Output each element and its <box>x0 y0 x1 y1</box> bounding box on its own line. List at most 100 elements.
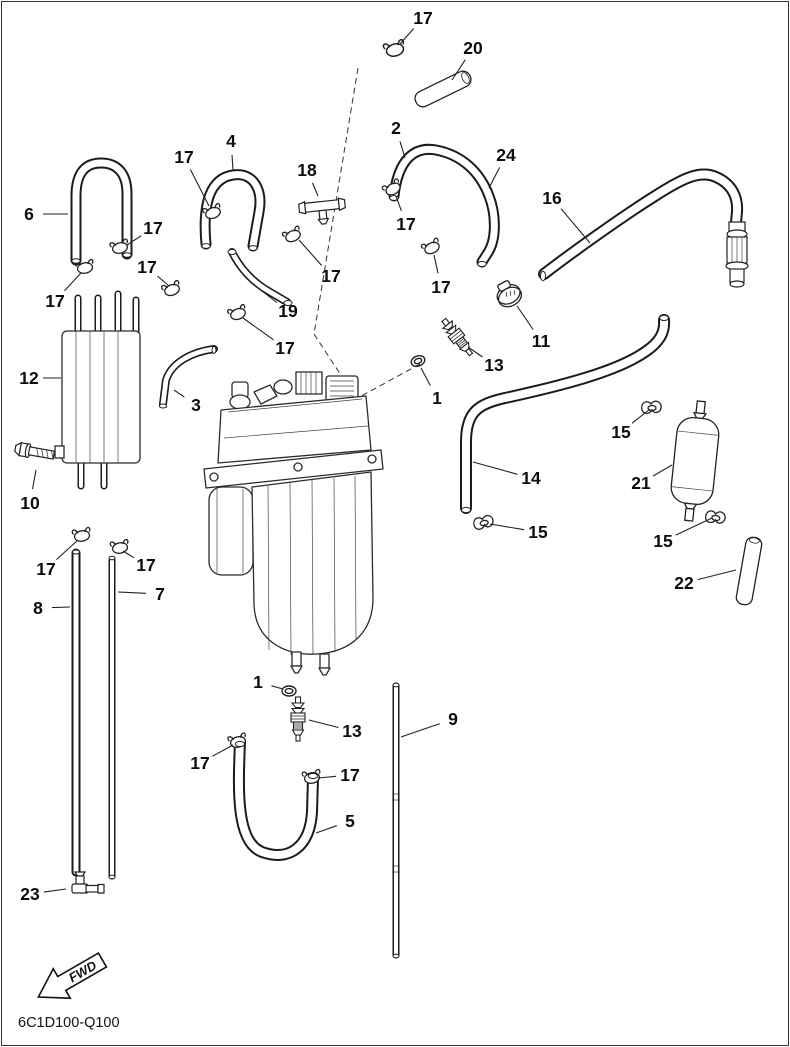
leader-line <box>516 305 534 330</box>
hose-clamp-icon <box>160 279 183 299</box>
callout-15: 15 <box>528 522 548 542</box>
hose16-connector <box>725 221 749 288</box>
fuel-pump-assembly <box>203 371 384 676</box>
callout-17: 17 <box>431 277 450 297</box>
callout-11: 11 <box>532 331 551 351</box>
leader-line <box>311 182 319 197</box>
callout-19: 19 <box>278 301 298 321</box>
leader-line <box>488 167 501 189</box>
callout-17: 17 <box>321 266 340 286</box>
leader-line <box>451 59 466 81</box>
filter-canister <box>54 330 141 464</box>
callout-12: 12 <box>19 368 39 388</box>
tube-20 <box>414 70 472 108</box>
callout-17: 17 <box>36 559 55 579</box>
callout-17: 17 <box>413 8 432 28</box>
callout-2: 2 <box>391 118 401 138</box>
leader-line <box>675 517 713 536</box>
leader-line <box>271 685 284 690</box>
callout-17: 17 <box>136 555 155 575</box>
callout-20: 20 <box>463 38 483 58</box>
callout-3: 3 <box>191 395 201 415</box>
pipe-19 <box>232 252 287 302</box>
leader-line <box>399 28 415 45</box>
wire-clip-icon <box>640 400 662 415</box>
o-ring-icon <box>409 353 427 369</box>
leader-line <box>472 461 518 475</box>
leader-line <box>652 464 673 477</box>
leader-line <box>31 469 37 490</box>
barbed-fitting-icon <box>437 315 477 360</box>
dashed-alignment-lines <box>313 67 421 401</box>
callout-15: 15 <box>611 422 631 442</box>
callout-10: 10 <box>20 493 40 513</box>
t-fitting <box>298 197 346 225</box>
callout-17: 17 <box>137 257 156 277</box>
callout-9: 9 <box>448 709 458 729</box>
hose-16 <box>544 174 737 274</box>
callout-24: 24 <box>496 145 516 165</box>
callout-15: 15 <box>653 531 673 551</box>
leader-line <box>257 287 278 303</box>
fwd-arrow: FWD <box>37 951 108 1000</box>
callout-13: 13 <box>342 721 362 741</box>
leader-line <box>399 141 406 159</box>
leader-line <box>122 550 135 559</box>
callout-18: 18 <box>297 160 317 180</box>
callout-17: 17 <box>275 338 294 358</box>
leader-line <box>697 569 737 581</box>
callout-1: 1 <box>432 388 442 408</box>
callout-17: 17 <box>143 218 162 238</box>
callout-23: 23 <box>20 884 40 904</box>
callout-17: 17 <box>45 291 64 311</box>
hose-clamp-icon <box>109 538 131 556</box>
hose-2-24 <box>394 149 494 262</box>
canister-bottom-stubs <box>81 462 104 486</box>
callout-4: 4 <box>226 131 236 151</box>
fwd-arrow-shape <box>37 951 108 1000</box>
leader-line <box>298 239 323 266</box>
callout-14: 14 <box>521 468 541 488</box>
canister-top-stubs <box>78 294 136 332</box>
callout-5: 5 <box>345 811 355 831</box>
leader-line <box>117 591 147 594</box>
bolt-icon <box>14 441 56 460</box>
leader-line <box>189 169 210 207</box>
leader-line <box>433 254 439 274</box>
wire-clip-icon <box>704 508 727 526</box>
leader-line <box>157 275 170 287</box>
leader-line <box>51 606 71 609</box>
tube-22 <box>735 536 763 606</box>
leader-line <box>126 235 142 246</box>
leader-line <box>315 825 337 834</box>
hose-clamp-icon <box>71 526 93 544</box>
leader-line <box>308 719 339 729</box>
leader-line <box>173 389 185 398</box>
leader-line <box>489 523 525 531</box>
o-ring-icon <box>281 685 297 697</box>
leader-line <box>400 723 440 738</box>
leader-line <box>43 888 67 893</box>
callout-8: 8 <box>33 598 43 618</box>
callout-17: 17 <box>396 214 415 234</box>
leader-line <box>560 208 591 244</box>
callout-17: 17 <box>174 147 193 167</box>
hoses-and-tubes <box>76 149 737 955</box>
leader-line <box>467 346 483 358</box>
tube-end-caps <box>71 195 669 959</box>
leader-line <box>395 195 402 211</box>
leader-line <box>317 775 337 779</box>
leader-line <box>420 367 431 386</box>
hose-clamp-large-icon <box>496 280 523 308</box>
callout-6: 6 <box>24 204 34 224</box>
part-code: 6C1D100-Q100 <box>18 1015 120 1031</box>
leader-line <box>631 408 651 424</box>
callout-17: 17 <box>340 765 359 785</box>
elbow-fitting <box>71 871 105 894</box>
callout-17: 17 <box>190 753 209 773</box>
leader-line <box>242 317 274 341</box>
callout-21: 21 <box>631 473 651 493</box>
